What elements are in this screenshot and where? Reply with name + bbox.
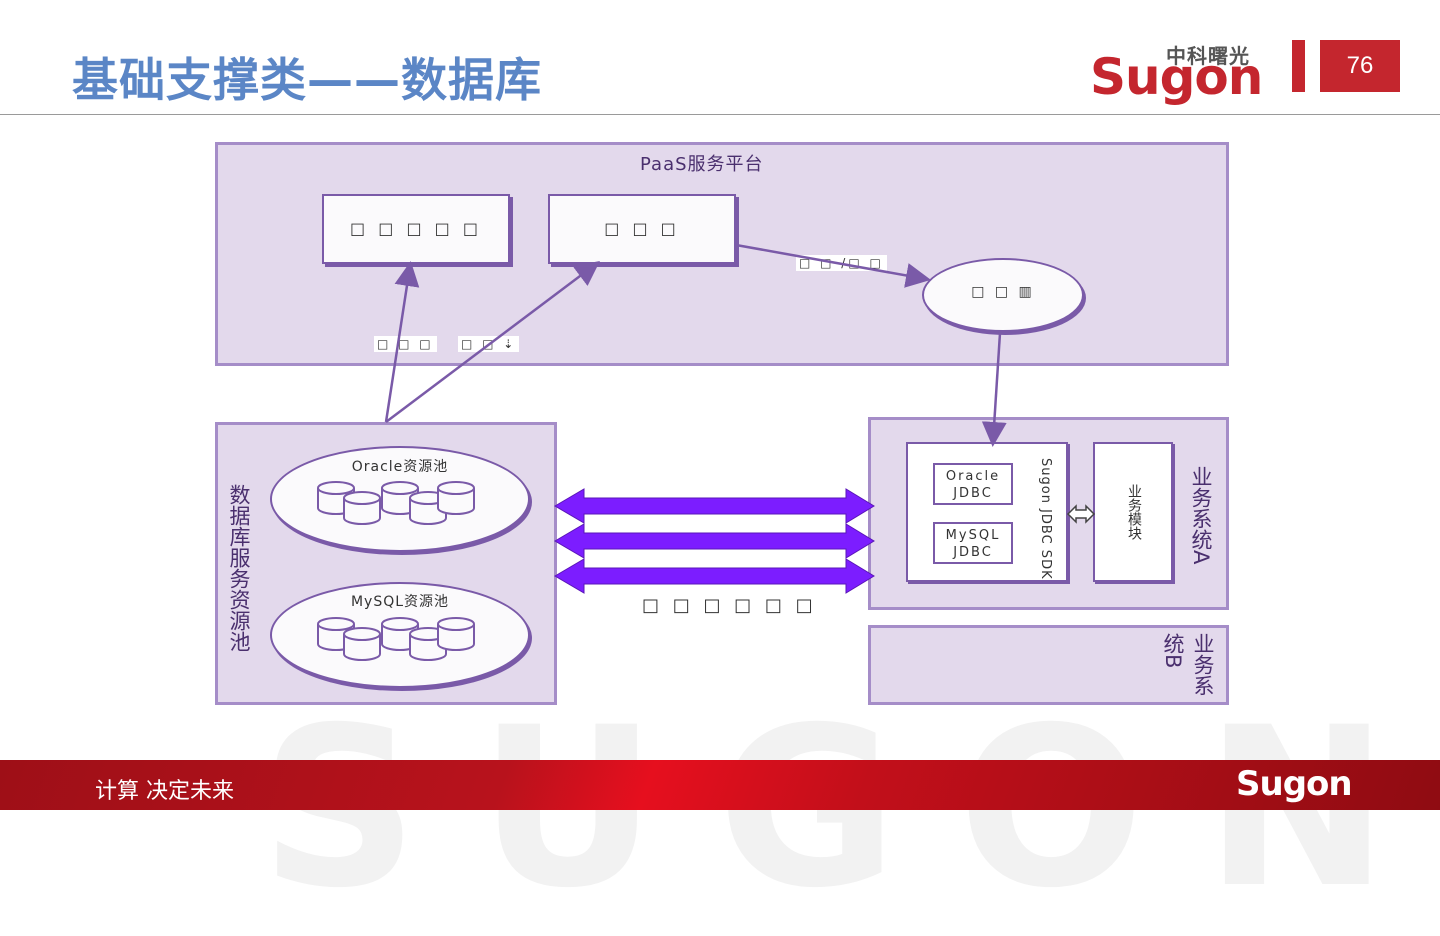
connector-label: □ □ □ □ □ □ [642, 595, 817, 616]
double-arrow-2 [554, 523, 875, 559]
business-module-box [1093, 442, 1173, 582]
arrow-box2-to-ellipse [735, 243, 931, 288]
slide-title: 基础支撑类——数据库 [72, 53, 542, 107]
arrow-tag-left: □ □ □ [374, 336, 437, 352]
arrow-pool-to-box1 [384, 261, 420, 423]
footer-bar [0, 760, 1440, 810]
footer-sugon-logo: Sugon [1236, 764, 1353, 804]
mysql-pool-label: MySQL资源池 [350, 594, 450, 610]
business-system-a-title: 业务系统A [1189, 466, 1213, 565]
mysql-db-cylinders [317, 617, 475, 661]
page-number: 76 [1320, 40, 1400, 92]
paas-ellipse-node [922, 258, 1084, 332]
mysql-jdbc-box: MySQL JDBC [933, 522, 1013, 564]
double-arrow-3 [554, 558, 875, 594]
oracle-pool-label: Oracle资源池 [351, 459, 449, 475]
paas-ellipse-label: □ □ ▥ [971, 284, 1035, 300]
arrow-ellipse-to-business-a [981, 332, 1007, 447]
title-divider [0, 114, 1440, 115]
sdk-module-arrow [1066, 504, 1096, 524]
paas-service-box-1: □ □ □ □ □ [322, 194, 510, 264]
business-module-label: 业务模块 [1126, 484, 1142, 540]
logo-bar [1292, 40, 1305, 92]
sugon-logo: Sugon [1090, 48, 1263, 106]
oracle-db-cylinders [317, 481, 475, 525]
business-system-b-title: 业务系统B [1161, 633, 1215, 696]
paas-platform-title: PaaS服务平台 [640, 154, 764, 175]
business-system-b-panel [868, 625, 1229, 705]
arrow-pool-to-box2 [385, 260, 600, 423]
logo-chinese-text: 中科曙光 [1166, 44, 1250, 68]
sugon-jdbc-sdk-label: Sugon JDBC SDK [1038, 458, 1053, 580]
double-arrow-1 [554, 488, 875, 524]
paas-service-box-2: □ □ □ [548, 194, 736, 264]
database-pool-title: 数据库服务资源池 [227, 484, 251, 652]
diagram-connectors [317, 243, 1096, 661]
oracle-jdbc-box: Oracle JDBC [933, 463, 1013, 505]
footer-slogan: 计算 决定未来 [95, 779, 234, 804]
